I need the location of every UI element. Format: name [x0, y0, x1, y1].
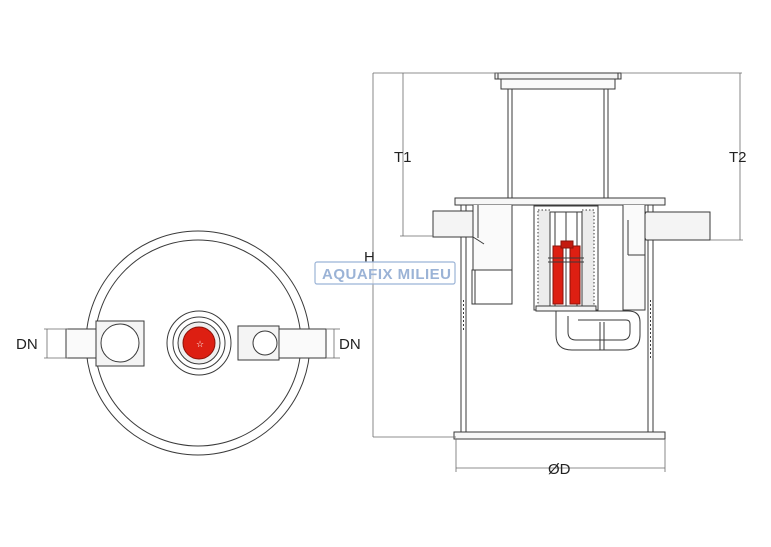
- tank-top-plate: [454, 197, 666, 206]
- svg-text:☆: ☆: [196, 340, 204, 350]
- filter-red-disc: [182, 326, 216, 360]
- dn-label-right: DN: [339, 336, 361, 353]
- t1-label: T1: [394, 149, 412, 166]
- manhole-cover: [494, 72, 622, 90]
- h-label: H: [364, 249, 375, 266]
- watermark-logo: AQUAFIX MILIEU: [314, 261, 456, 285]
- side-view: [432, 72, 711, 440]
- dimension-lines: [372, 72, 743, 472]
- inlet-pipe-side: [432, 205, 513, 305]
- outlet-pipe-top: [237, 325, 327, 361]
- outlet-pipe-side: [622, 205, 711, 311]
- return-pipe: [555, 310, 641, 351]
- diameter-label: ØD: [548, 461, 571, 478]
- top-view: ☆: [65, 230, 327, 456]
- t2-label: T2: [729, 149, 747, 166]
- filter-element-left: [552, 245, 564, 305]
- center-filter-top: ☆: [166, 310, 232, 376]
- dn-dimension-left: [44, 328, 68, 359]
- dn-dimension-right: [326, 328, 340, 359]
- tank-walls: [460, 205, 654, 432]
- tank-base: [453, 431, 666, 440]
- filter-element-right: [569, 245, 581, 305]
- filter-cartridge-side: [533, 205, 599, 312]
- watermark-text: AQUAFIX MILIEU: [322, 266, 452, 283]
- dn-label-left: DN: [16, 336, 38, 353]
- inlet-pipe-top: [65, 320, 145, 367]
- riser-shaft: [507, 89, 609, 198]
